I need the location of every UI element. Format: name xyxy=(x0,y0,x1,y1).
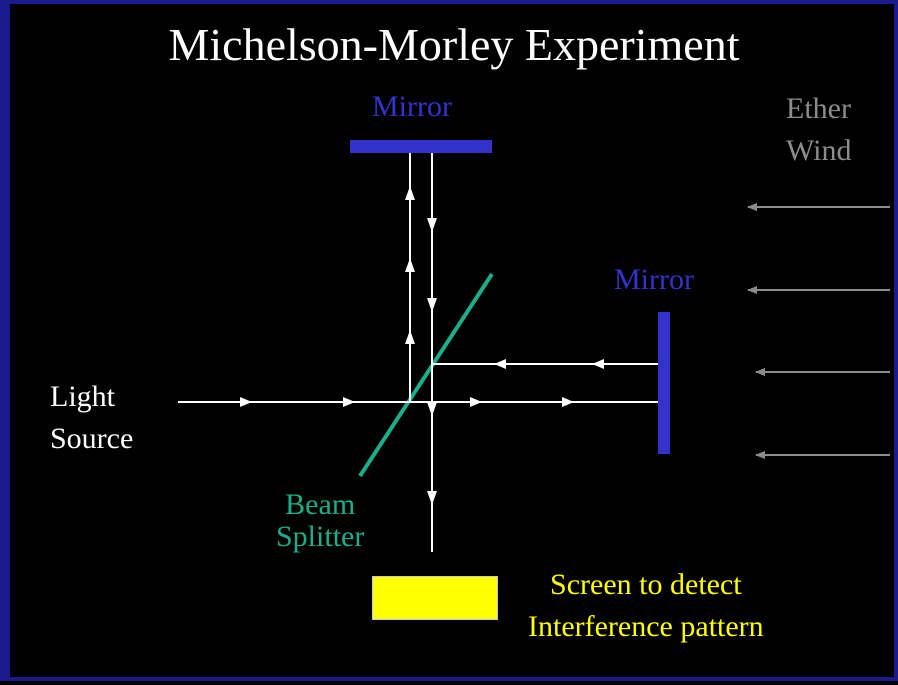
ether-wind-label: Ether Wind xyxy=(786,88,851,172)
ether-label-line1: Ether xyxy=(786,92,851,125)
ether-label-line2: Wind xyxy=(786,134,852,167)
arrow-up-2 xyxy=(405,258,415,272)
arrow-down-3 xyxy=(427,402,437,416)
light-source-label: Light Source xyxy=(50,376,133,460)
arrow-left-1 xyxy=(592,359,604,369)
arrow-right-4 xyxy=(562,397,574,407)
screen-label: Screen to detect Interference pattern xyxy=(528,564,764,648)
top-mirror-label: Mirror xyxy=(372,90,452,123)
beam-label-line1: Beam xyxy=(285,488,356,521)
arrow-up-3 xyxy=(405,330,415,344)
light-label-line1: Light xyxy=(50,380,115,413)
light-paths xyxy=(178,153,658,552)
arrow-down-1 xyxy=(427,218,437,232)
right-mirror xyxy=(658,312,670,454)
slide-title: Michelson-Morley Experiment xyxy=(168,19,740,70)
detector-screen xyxy=(372,576,498,620)
top-mirror xyxy=(350,140,492,153)
light-label-line2: Source xyxy=(50,422,134,455)
arrow-right-1 xyxy=(240,397,252,407)
arrow-up-1 xyxy=(405,186,415,200)
screen-label-line2: Interference pattern xyxy=(528,610,764,643)
beam-splitter-label: Beam Splitter xyxy=(276,489,364,553)
light-arrowheads xyxy=(240,186,604,505)
screen-label-line1: Screen to detect xyxy=(550,568,742,601)
arrow-down-4 xyxy=(427,491,437,505)
arrow-right-3 xyxy=(470,397,482,407)
beam-label-line2: Splitter xyxy=(276,520,365,553)
beam-splitter xyxy=(358,272,494,478)
right-mirror-label: Mirror xyxy=(614,263,694,296)
ether-wind-arrows xyxy=(747,203,890,459)
arrow-left-2 xyxy=(494,359,506,369)
arrow-down-2 xyxy=(427,298,437,312)
apparatus-diagram xyxy=(178,140,890,552)
arrow-right-2 xyxy=(343,397,355,407)
